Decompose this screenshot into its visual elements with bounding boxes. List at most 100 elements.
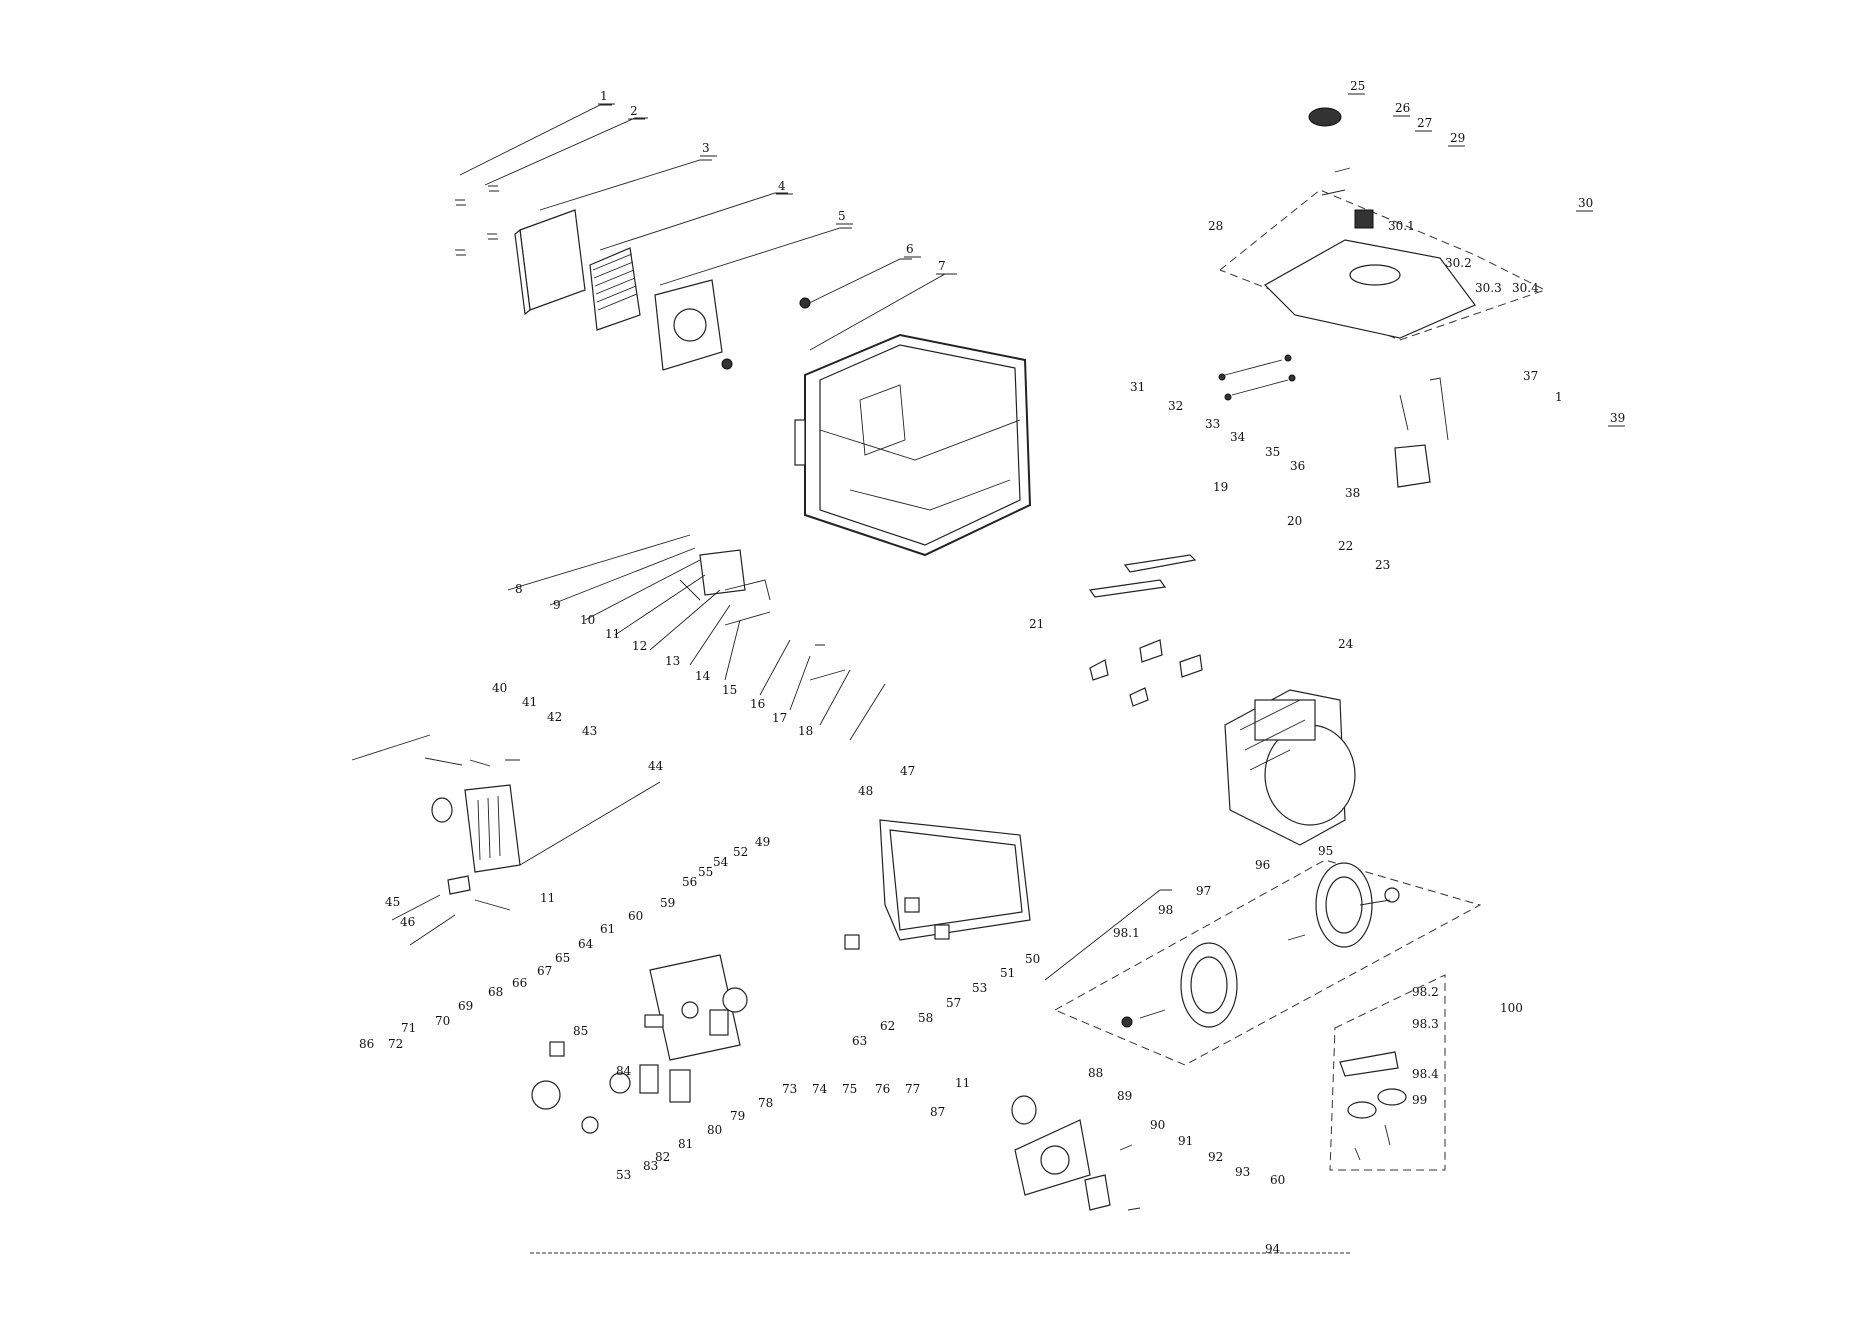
fuel-tank-assembly (1219, 107, 1547, 488)
callout-label: 71 (401, 1021, 416, 1035)
callout-label: 33 (1205, 417, 1220, 431)
callout-label: 21 (1029, 617, 1044, 631)
support-foot-kit (1329, 974, 1446, 1171)
panel-components (531, 897, 950, 1134)
callout-label: 14 (695, 669, 711, 683)
callout-label: 47 (900, 764, 915, 778)
callout-label: 9 (553, 598, 561, 612)
callout-label: 37 (1523, 369, 1538, 383)
callout-label: 67 (537, 964, 552, 978)
callout-label: 5 (838, 209, 846, 223)
callout-label: 86 (359, 1037, 374, 1051)
callout-label: 52 (733, 845, 748, 859)
callout-label: 97 (1196, 884, 1211, 898)
callout-label: 11 (605, 627, 620, 641)
alternator-cover-assembly (1011, 1095, 1141, 1211)
callout-label: 34 (1230, 430, 1246, 444)
callout-label: 17 (772, 711, 787, 725)
callout-label: 54 (713, 855, 729, 869)
callout-label: 77 (905, 1082, 920, 1096)
callout-label: 6 (906, 242, 914, 256)
callout-label: 27 (1417, 116, 1432, 130)
callout-label: 29 (1450, 131, 1465, 145)
callout-label: 23 (1375, 558, 1390, 572)
callout-label: 30.3 (1475, 281, 1502, 295)
callout-label: 64 (578, 937, 594, 951)
callout-label: 41 (522, 695, 537, 709)
callout-label: 81 (678, 1137, 693, 1151)
callout-label: 53 (972, 981, 987, 995)
callout-label: 98.4 (1412, 1067, 1439, 1081)
side-cover-assembly (514, 209, 723, 371)
callout-label: 3 (702, 141, 710, 155)
callout-label: 87 (930, 1105, 945, 1119)
callout-label: 83 (643, 1159, 658, 1173)
callout-label: 1 (600, 89, 608, 103)
callout-label: 89 (1117, 1089, 1132, 1103)
callout-label: 74 (812, 1082, 828, 1096)
muffler-assembly (431, 784, 521, 895)
callout-label: 28 (1208, 219, 1223, 233)
callout-label: 44 (648, 759, 664, 773)
label-underlines (598, 93, 1625, 427)
callout-label: 100 (1500, 1001, 1523, 1015)
callout-label: 98.2 (1412, 985, 1439, 999)
callout-label: 58 (918, 1011, 933, 1025)
leader-lines (351, 104, 1172, 981)
callout-label: 19 (1213, 480, 1228, 494)
callout-label: 90 (1150, 1118, 1165, 1132)
callout-label: 11 (540, 891, 555, 905)
callout-label: 98.1 (1113, 926, 1140, 940)
callout-label: 24 (1338, 637, 1354, 651)
callout-label: 51 (1000, 966, 1015, 980)
callout-label: 99 (1412, 1093, 1427, 1107)
callout-label: 4 (778, 179, 786, 193)
callout-label: 55 (698, 865, 713, 879)
callout-label: 98.3 (1412, 1017, 1439, 1031)
callout-label: 1 (1555, 390, 1563, 404)
callout-label: 65 (555, 951, 570, 965)
callout-label: 79 (730, 1109, 745, 1123)
callout-label: 98 (1158, 903, 1173, 917)
callout-label: 94 (1265, 1242, 1281, 1256)
callout-label: 78 (758, 1096, 773, 1110)
callout-label: 31 (1130, 380, 1145, 394)
callout-label: 39 (1610, 411, 1625, 425)
control-panel-assembly (649, 819, 1031, 1061)
callout-label: 92 (1208, 1150, 1223, 1164)
callout-label: 80 (707, 1123, 722, 1137)
callout-label: 30.2 (1445, 256, 1472, 270)
wheel-kit (1054, 859, 1482, 1066)
callout-label: 69 (458, 999, 473, 1013)
callout-label: 32 (1168, 399, 1183, 413)
bolts-upper-left (455, 185, 811, 370)
callout-label: 61 (600, 922, 615, 936)
callout-label: 13 (665, 654, 680, 668)
callout-label: 20 (1287, 514, 1302, 528)
callout-label: 73 (782, 1082, 797, 1096)
engine-assembly (1224, 689, 1356, 846)
callout-label: 30 (1578, 196, 1593, 210)
callout-label: 75 (842, 1082, 857, 1096)
frame-assembly (794, 333, 1032, 557)
callout-label: 40 (492, 681, 507, 695)
callout-label: 59 (660, 896, 675, 910)
callout-label: 85 (573, 1024, 588, 1038)
callout-label: 66 (512, 976, 527, 990)
callout-label: 76 (875, 1082, 890, 1096)
callout-label: 30.4 (1512, 281, 1539, 295)
callout-label: 82 (655, 1150, 670, 1164)
callout-label: 46 (400, 915, 415, 929)
callout-label: 26 (1395, 101, 1410, 115)
callout-label: 49 (755, 835, 770, 849)
callout-label: 50 (1025, 952, 1040, 966)
callout-label: 72 (388, 1037, 403, 1051)
callout-label: 18 (798, 724, 813, 738)
callout-label: 16 (750, 697, 765, 711)
callout-label: 62 (880, 1019, 895, 1033)
callout-label: 53 (616, 1168, 631, 1182)
callout-label: 38 (1345, 486, 1360, 500)
callout-label: 42 (547, 710, 562, 724)
fuel-lines (1218, 354, 1296, 401)
callout-label: 25 (1350, 79, 1365, 93)
